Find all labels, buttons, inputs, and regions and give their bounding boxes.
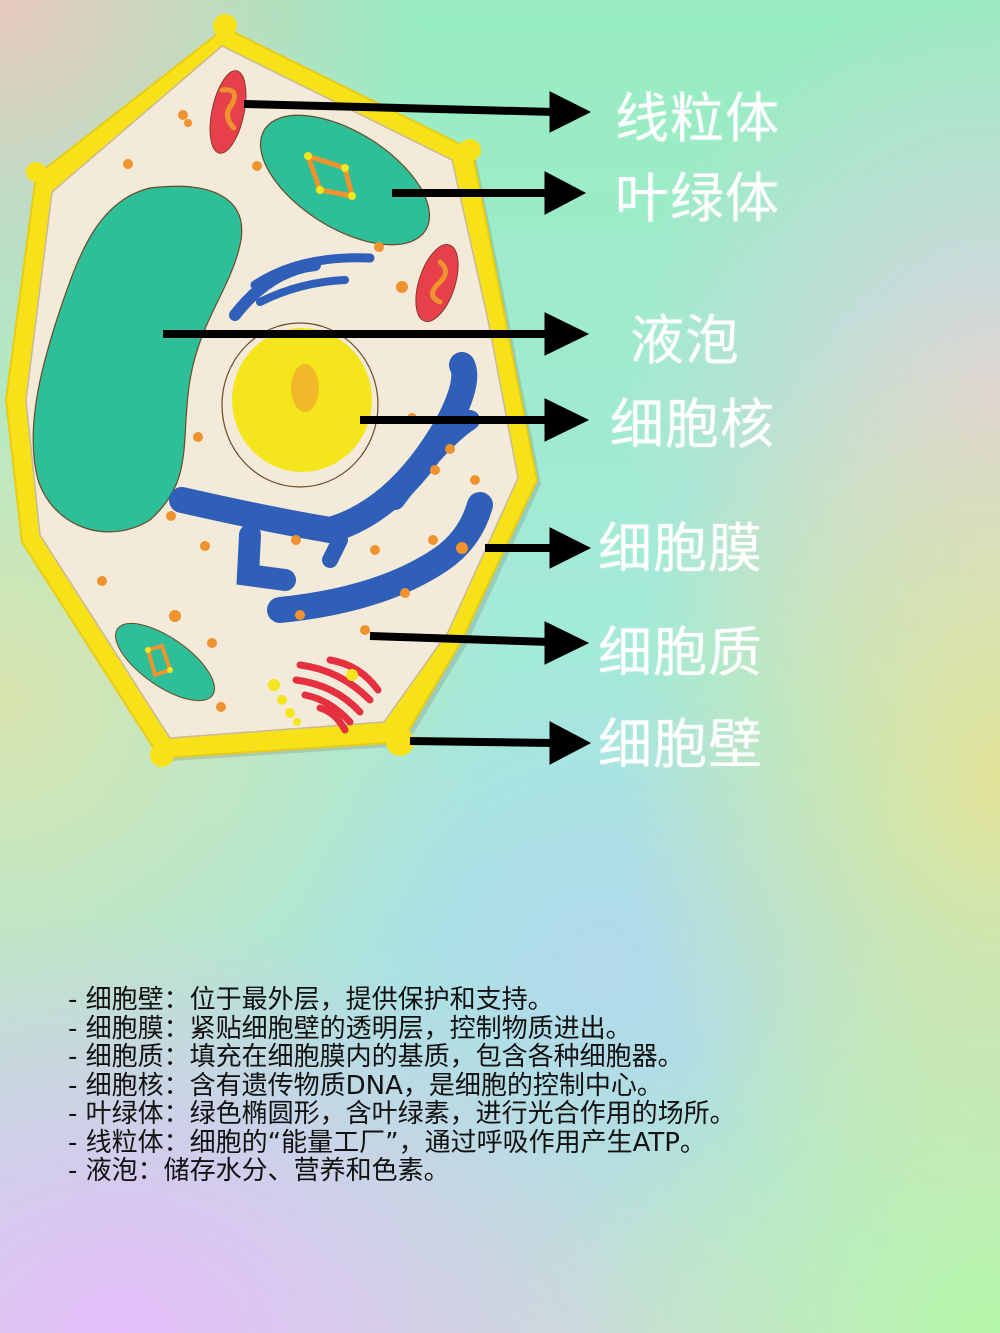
chloroplast-top [259, 114, 431, 246]
endoplasmic-reticulum [169, 253, 493, 623]
description-cell-wall: - 细胞壁：位于最外层，提供保护和支持。 [68, 985, 554, 1015]
label-cell-wall: 细胞壁 [598, 713, 763, 776]
description-vacuole: - 液泡：储存水分、营养和色素。 [68, 1156, 450, 1186]
arrow-cell-wall [409, 721, 592, 765]
description-cytoplasm: - 细胞质：填充在细胞膜内的基质，包含各种细胞器。 [68, 1042, 684, 1072]
vacuole [32, 185, 243, 533]
label-cytoplasm: 细胞质 [598, 621, 763, 684]
mitochondrion-right [415, 244, 459, 322]
description-chloroplast: - 叶绿体：绿色椭圆形，含叶绿素，进行光合作用的场所。 [68, 1099, 736, 1129]
arrow-chloroplast [392, 171, 587, 215]
nucleus [221, 322, 379, 488]
label-chloroplast: 叶绿体 [615, 167, 780, 230]
arrow-nucleus [360, 398, 590, 442]
description-list: - 细胞壁：位于最外层，提供保护和支持。 - 细胞膜：紧贴细胞壁的透明层，控制物… [68, 986, 736, 1186]
label-cell-membrane: 细胞膜 [598, 517, 763, 580]
label-arrows [163, 91, 592, 765]
arrow-cytoplasm [369, 621, 590, 665]
chloroplast-bottom [115, 622, 215, 702]
description-cell-membrane: - 细胞膜：紧贴细胞壁的透明层，控制物质进出。 [68, 1013, 632, 1044]
ribosomes [97, 110, 480, 712]
label-mitochondria: 线粒体 [615, 87, 780, 150]
arrow-mitochondria [243, 91, 592, 133]
golgi [292, 656, 382, 734]
label-nucleus: 细胞核 [610, 393, 775, 456]
description-mitochondria: - 线粒体：细胞的“能量工厂”，通过呼吸作用产生ATP。 [68, 1127, 706, 1158]
arrow-cell-membrane [485, 527, 592, 569]
arrow-vacuole [163, 312, 590, 356]
description-nucleus: - 细胞核：含有遗传物质DNA，是细胞的控制中心。 [68, 1070, 663, 1101]
mitochondrion-top [209, 70, 247, 154]
label-vacuole: 液泡 [630, 309, 740, 372]
